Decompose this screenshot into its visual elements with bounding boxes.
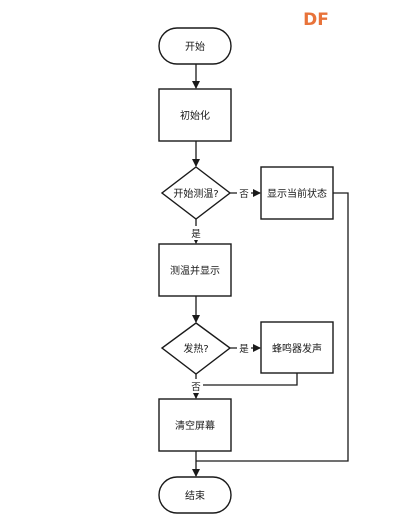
node-decision-start-measure: 开始测温? <box>160 166 232 220</box>
node-clear-screen-label: 清空屏幕 <box>175 419 215 432</box>
edge-label-yes-start: 是 <box>191 229 201 240</box>
node-measure-display: 测温并显示 <box>158 243 232 297</box>
node-start: 开始 <box>158 27 232 65</box>
decision-shape <box>160 166 232 220</box>
terminal-shape <box>158 27 232 65</box>
process-shape <box>158 398 232 452</box>
node-show-state: 显示当前状态 <box>260 166 334 220</box>
edge-label-yes-fever: 是 <box>239 344 249 355</box>
process-shape <box>260 166 334 220</box>
process-shape <box>158 88 232 142</box>
edge-label-bg <box>189 379 203 393</box>
edge-label-no-start: 否 <box>239 189 249 200</box>
node-decision-fever: 发热? <box>160 322 232 375</box>
edge-buzzer-merge <box>196 373 298 386</box>
node-clear-screen: 清空屏幕 <box>158 398 232 452</box>
node-buzzer-label: 蜂鸣器发声 <box>272 342 322 355</box>
node-end: 结束 <box>158 476 232 514</box>
edge-label-bg <box>237 186 251 200</box>
node-measure-display-label: 测温并显示 <box>170 264 220 277</box>
node-end-label: 结束 <box>185 489 205 502</box>
node-init-label: 初始化 <box>180 109 210 122</box>
process-shape <box>260 321 334 374</box>
node-show-state-label: 显示当前状态 <box>267 187 327 200</box>
terminal-shape <box>158 476 232 514</box>
edge-label-bg <box>189 226 203 240</box>
node-start-label: 开始 <box>185 40 205 53</box>
node-buzzer: 蜂鸣器发声 <box>260 321 334 374</box>
node-init: 初始化 <box>158 88 232 142</box>
df-logo: DF <box>303 10 329 30</box>
edge-label-no-fever: 否 <box>191 382 201 393</box>
edge-show-state-to-end <box>196 192 349 462</box>
decision-shape <box>160 322 232 375</box>
process-shape <box>158 243 232 297</box>
node-decision-start-measure-label: 开始测温? <box>173 187 218 200</box>
node-decision-fever-label: 发热? <box>183 342 208 355</box>
edge-label-bg <box>237 341 251 355</box>
